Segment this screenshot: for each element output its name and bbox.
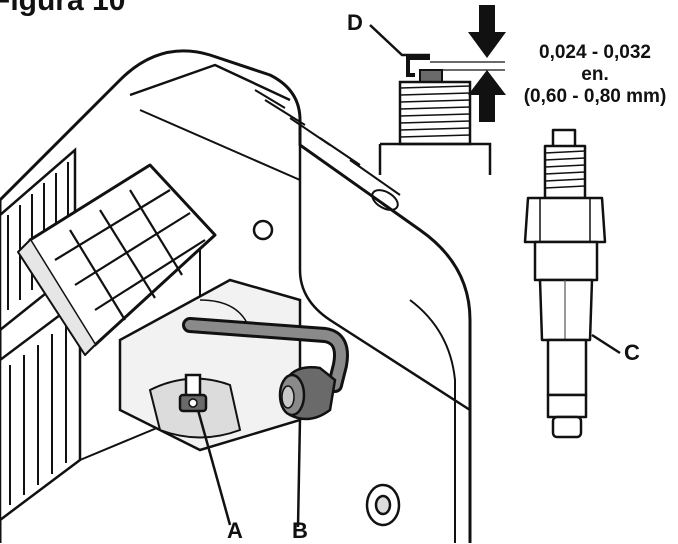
leader-c bbox=[591, 333, 621, 355]
callout-d: D bbox=[347, 10, 363, 35]
callout-leaders bbox=[196, 24, 621, 528]
gap-inches: 0,024 - 0,032 bbox=[539, 42, 651, 63]
embossed-strip bbox=[254, 89, 401, 211]
side-grommet bbox=[365, 483, 401, 527]
leader-b bbox=[296, 417, 302, 528]
gap-spec: 0,024 - 0,032 en. (0,60 - 0,80 mm) bbox=[512, 42, 678, 108]
arrow-up-shaft bbox=[479, 92, 495, 122]
callout-a: A bbox=[227, 518, 243, 543]
leader-a bbox=[196, 409, 232, 526]
arrow-down-icon bbox=[468, 32, 506, 58]
callout-c: C bbox=[624, 340, 640, 365]
gap-unit: en. bbox=[581, 64, 609, 85]
spark-plug-boot-b bbox=[278, 366, 337, 421]
gap-millimeters: (0,60 - 0,80 mm) bbox=[523, 86, 667, 107]
gap-arrows bbox=[468, 5, 506, 122]
installed-spark-plug-a bbox=[178, 373, 208, 413]
arrow-down-shaft bbox=[479, 5, 495, 35]
callout-b: B bbox=[292, 518, 308, 543]
cover-bolt-icon bbox=[252, 219, 274, 241]
ignition-wire bbox=[182, 317, 349, 393]
spark-plug-c bbox=[523, 128, 607, 439]
gap-detail-inset bbox=[378, 56, 505, 175]
arrow-up-icon bbox=[468, 70, 506, 95]
access-door bbox=[17, 163, 217, 356]
leader-d bbox=[369, 24, 430, 57]
figure-title: Figura 10 bbox=[0, 0, 126, 17]
